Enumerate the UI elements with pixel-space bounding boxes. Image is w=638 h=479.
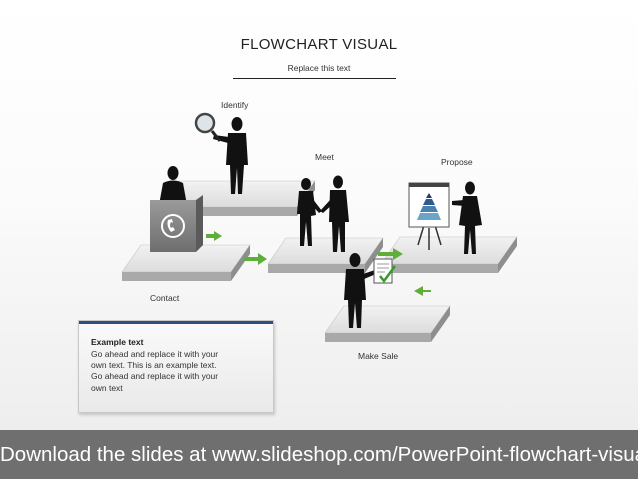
text-box-line: own text. This is an example text. bbox=[91, 360, 217, 371]
text-box-accent-bar bbox=[79, 321, 273, 324]
arrow-meet-to-propose bbox=[378, 248, 403, 260]
arrow-propose-to-make-sale bbox=[414, 286, 431, 296]
platform-make-sale bbox=[324, 305, 451, 342]
flowchart-diagram bbox=[121, 112, 518, 342]
pyramid-chart-icon bbox=[417, 193, 441, 220]
magnifier-icon bbox=[194, 112, 222, 142]
text-box-line: Go ahead and replace it with your bbox=[91, 371, 219, 382]
text-box-line: Go ahead and replace it with your bbox=[91, 349, 219, 359]
easel-board bbox=[408, 182, 450, 250]
phone-sign bbox=[150, 195, 203, 252]
step-label-identify: Identify bbox=[221, 100, 249, 110]
text-box-body: Go ahead and replace it with your own te… bbox=[91, 349, 267, 394]
download-banner: Download the slides at www.slideshop.com… bbox=[0, 430, 638, 479]
person-receptionist bbox=[159, 166, 187, 205]
text-box-heading: Example text bbox=[91, 337, 144, 347]
text-box-line: own text bbox=[91, 382, 123, 393]
checklist-icon bbox=[373, 258, 397, 284]
arrow-contact-to-meet bbox=[244, 253, 267, 265]
page-title: FLOWCHART VISUAL bbox=[240, 36, 398, 53]
person-make-sale bbox=[344, 253, 376, 328]
person-meet-right bbox=[320, 175, 349, 252]
arrow-contact-to-identify bbox=[206, 231, 222, 241]
step-label-meet: Meet bbox=[315, 152, 334, 162]
phone-icon bbox=[161, 214, 185, 238]
step-label-contact: Contact bbox=[150, 293, 180, 303]
person-propose bbox=[452, 181, 482, 254]
step-label-make-sale: Make Sale bbox=[358, 351, 399, 361]
platform-meet bbox=[267, 237, 384, 273]
person-meet-left bbox=[297, 178, 322, 246]
platform-propose bbox=[380, 236, 518, 273]
download-link-text[interactable]: Download the slides at www.slideshop.com… bbox=[0, 443, 638, 466]
slide: FLOWCHART VISUAL Replace this text bbox=[0, 0, 638, 430]
step-label-propose: Propose bbox=[441, 157, 473, 167]
example-text-box: Example text Go ahead and replace it wit… bbox=[78, 320, 274, 413]
page-subtitle: Replace this text bbox=[287, 63, 351, 73]
title-divider bbox=[233, 78, 396, 79]
